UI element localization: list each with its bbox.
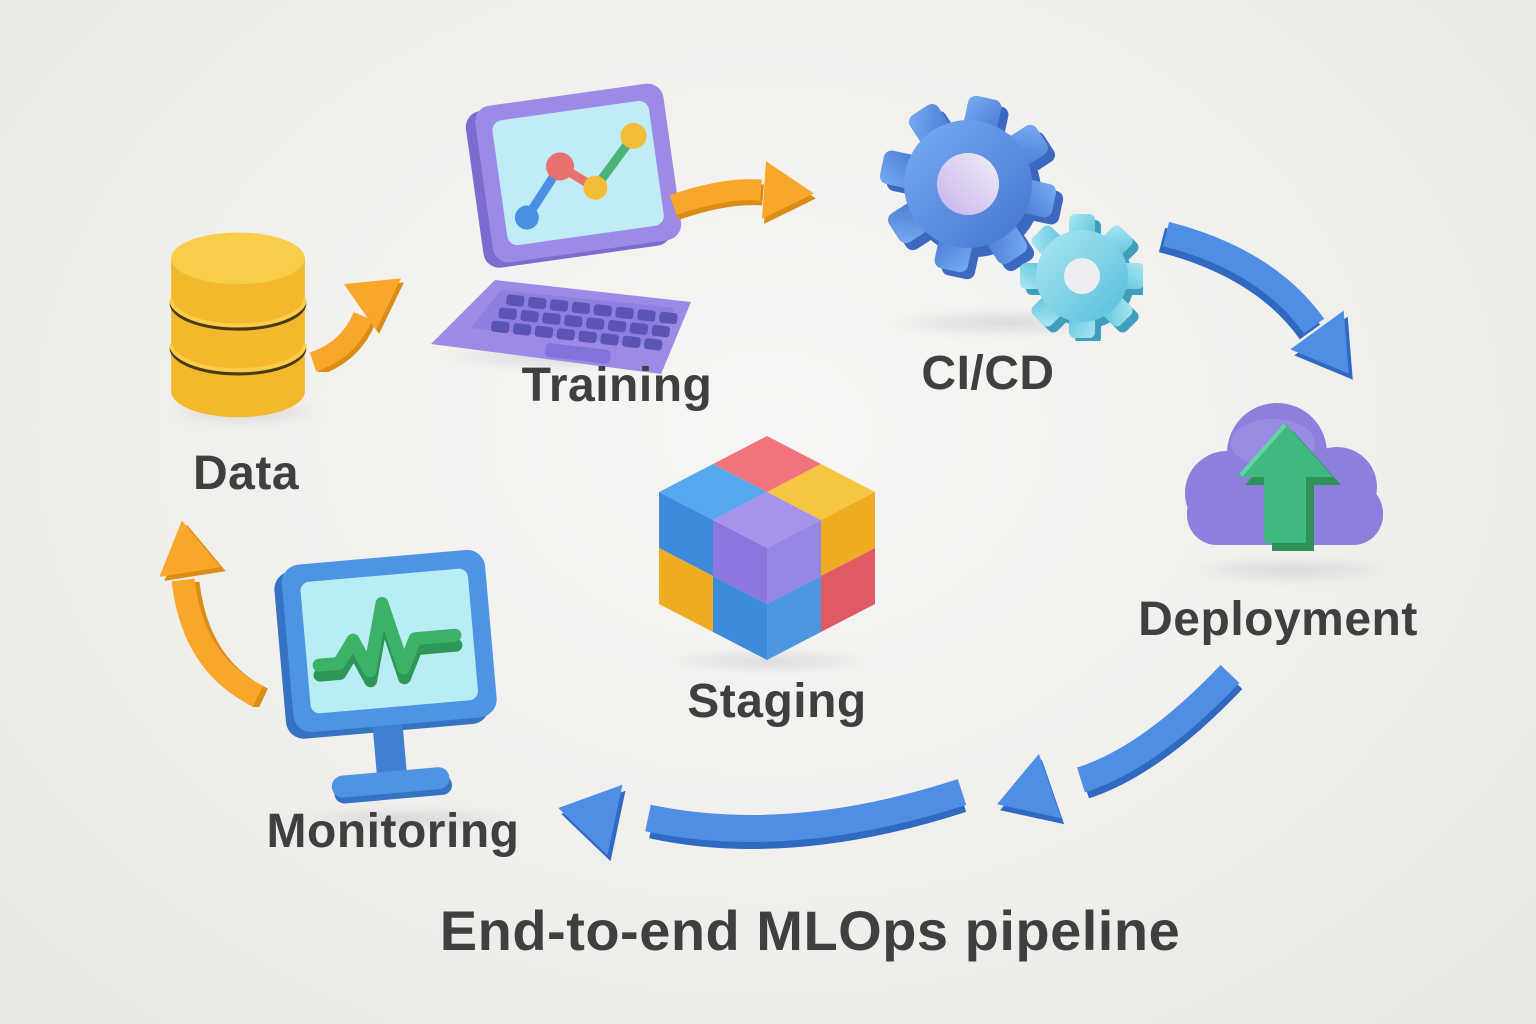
arrow-data-to-training-icon	[309, 278, 404, 372]
gears-icon	[879, 95, 1143, 341]
node-cicd-label: CI/CD	[921, 347, 1055, 400]
monitor-pulse-icon	[274, 549, 497, 804]
shadow-cloud	[1185, 558, 1395, 582]
node-training-label: Training	[521, 359, 713, 412]
shadow-cube	[662, 650, 877, 672]
database-icon	[169, 232, 307, 418]
node-staging-label: Staging	[687, 675, 867, 728]
shadow-monitor	[292, 808, 522, 830]
laptop-chart-icon	[431, 83, 691, 374]
node-deployment-label: Deployment	[1138, 593, 1418, 646]
node-monitoring-label: Monitoring	[266, 805, 520, 858]
diagram-title: End-to-end MLOps pipeline	[439, 899, 1181, 962]
arrow-return-to-monitoring-icon	[558, 779, 967, 862]
arrow-training-to-cicd-icon	[669, 161, 816, 224]
cube-blocks-icon	[659, 436, 875, 660]
cloud-upload-icon	[1185, 403, 1383, 551]
arrow-deployment-return-icon	[997, 665, 1243, 825]
arrow-cicd-to-deployment-icon	[1158, 222, 1353, 380]
arrow-monitoring-to-data-icon	[159, 520, 269, 707]
node-data-label: Data	[192, 447, 300, 500]
